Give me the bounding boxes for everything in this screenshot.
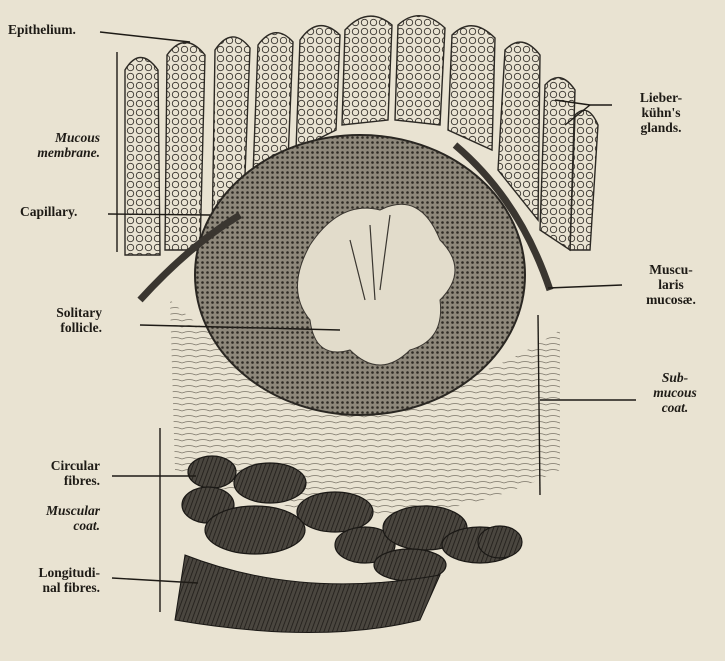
label-capillary: Capillary. (20, 204, 77, 219)
label-muscularis-mucosae: Muscu- laris mucosæ. (626, 262, 716, 307)
label-mucous-membrane: Mucous membrane. (22, 130, 100, 160)
label-submucous-coat: Sub- mucous coat. (630, 370, 720, 415)
label-solitary-follicle-line1: Solitary (20, 305, 102, 320)
label-lieberkuhns-glands: Lieber- kühn's glands. (616, 90, 706, 135)
label-longitudinal-fibres-line1: Longitudi- (14, 565, 100, 580)
label-longitudinal-fibres-line2: nal fibres. (14, 580, 100, 595)
label-mucous-membrane-line1: Mucous (22, 130, 100, 145)
label-submucous-coat-line2: mucous (630, 385, 720, 400)
label-submucous-coat-line1: Sub- (630, 370, 720, 385)
label-solitary-follicle: Solitary follicle. (20, 305, 102, 335)
label-longitudinal-fibres: Longitudi- nal fibres. (14, 565, 100, 595)
label-epithelium: Epithelium. (8, 22, 76, 37)
label-muscularis-mucosae-line2: laris (626, 277, 716, 292)
label-circular-fibres-line1: Circular (20, 458, 100, 473)
label-circular-fibres-line2: fibres. (20, 473, 100, 488)
label-muscularis-mucosae-line3: mucosæ. (626, 292, 716, 307)
label-muscular-coat: Muscular coat. (20, 503, 100, 533)
label-muscular-coat-line1: Muscular (20, 503, 100, 518)
label-lieberkuhns-glands-line1: Lieber- (616, 90, 706, 105)
label-lieberkuhns-glands-line3: glands. (616, 120, 706, 135)
label-lieberkuhns-glands-line2: kühn's (616, 105, 706, 120)
label-muscularis-mucosae-line1: Muscu- (626, 262, 716, 277)
label-solitary-follicle-line2: follicle. (20, 320, 102, 335)
label-muscular-coat-line2: coat. (20, 518, 100, 533)
label-circular-fibres: Circular fibres. (20, 458, 100, 488)
label-mucous-membrane-line2: membrane. (22, 145, 100, 160)
solitary-follicle (195, 135, 525, 415)
label-submucous-coat-line3: coat. (630, 400, 720, 415)
